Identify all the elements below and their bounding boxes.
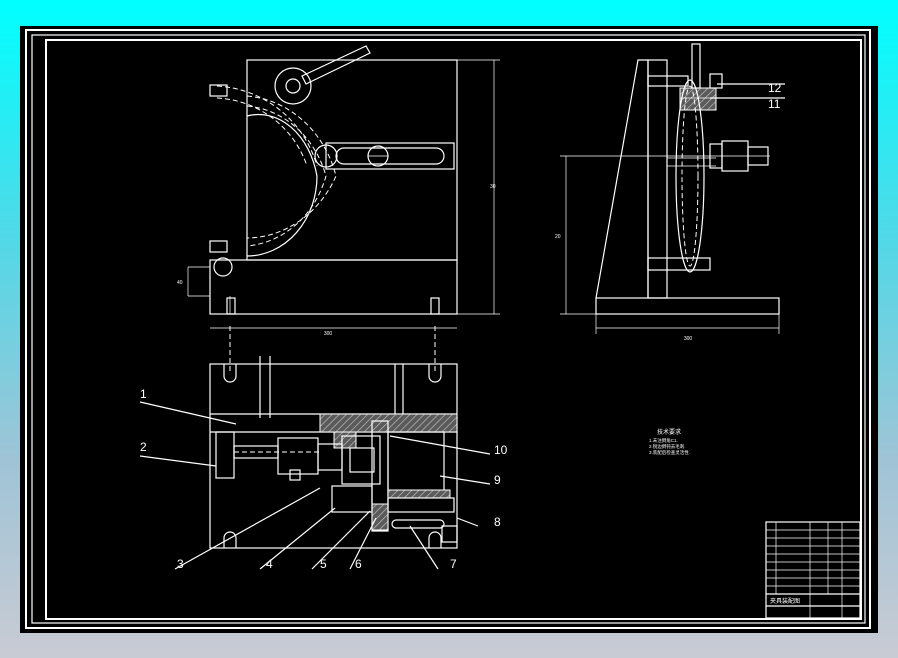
note-line-2: 2.锐边倒钝去毛刺. [649,443,686,450]
part-label-6: 6 [355,557,362,571]
cad-drawing-canvas: 300 30 40 20 [20,26,878,633]
part-label-12: 12 [768,81,782,95]
outer-frame [25,29,871,629]
part-label-11: 11 [768,97,781,111]
part-label-8: 8 [494,515,501,529]
notes-title: 技术要求 [657,428,681,436]
title-block: 夹具装配图 [765,521,861,619]
part-label-4: 4 [266,557,273,571]
dim-side-width: 300 [684,336,693,342]
note-line-3: 3.装配后检查灵活性. [649,449,690,456]
part-label-1: 1 [140,387,147,401]
assembly-drawing: 300 30 40 20 [25,29,871,629]
dim-front-width: 300 [324,331,333,337]
technical-notes: 技术要求 1.未注倒角C1. 2.锐边倒钝去毛刺. 3.装配后检查灵活性. [649,428,690,456]
part-label-3: 3 [177,557,184,571]
side-view: 20 300 [555,43,785,342]
part-label-10: 10 [494,443,508,457]
front-view: 300 30 40 [177,45,500,337]
part-label-9: 9 [494,473,501,487]
plan-view [139,326,491,570]
dim-front-small: 40 [177,280,183,286]
note-line-1: 1.未注倒角C1. [649,437,678,444]
title-block-name: 夹具装配图 [770,597,800,605]
inner-frame [31,34,866,624]
part-label-5: 5 [320,557,327,571]
dim-side-height: 20 [555,234,561,240]
dim-front-height: 30 [490,184,496,190]
drawing-border [45,39,862,620]
part-label-2: 2 [140,440,147,454]
part-label-7: 7 [450,557,457,571]
